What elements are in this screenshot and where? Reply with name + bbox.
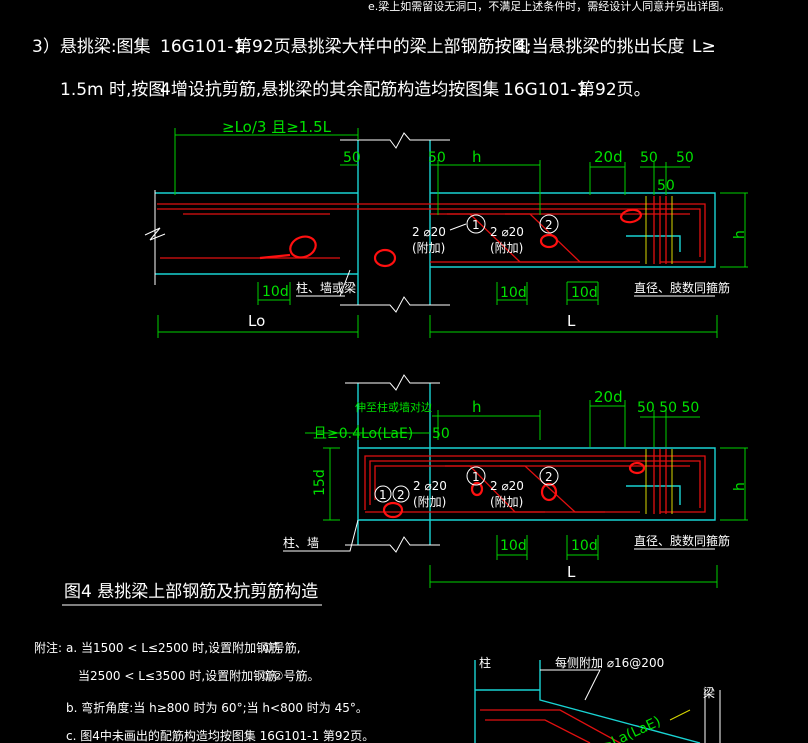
d1-dim-10d-a: 10d bbox=[262, 284, 289, 300]
note-a1-num: ①号筋, bbox=[262, 640, 301, 655]
d2-circle-1-num: 1 bbox=[472, 470, 480, 484]
top-clipped-note: e.梁上如需留设无洞口，不满足上述条件时，需经设计人同意并另出详图。 bbox=[368, 0, 730, 13]
d2-dim-10d-a: 10d bbox=[500, 538, 527, 554]
diagram-1: ≥Lo/3 且≥1.5L 50 50 h 20d 50 50 50 h 1 2 … bbox=[144, 118, 748, 338]
notes: 附注: a. 当1500 < L≤2500 时,设置附加钢筋 ①号筋, 当250… bbox=[34, 640, 374, 743]
d1-dim-h-side: h bbox=[732, 230, 748, 239]
diagram-2: 伸至柱或墙对边 h 20d 50 50 50 且≥0.4Lo(LaE) 50 1… bbox=[283, 374, 748, 588]
d1-label-tie: 直径、肢数同箍筋 bbox=[634, 280, 730, 295]
d2-dim-l: L bbox=[567, 563, 576, 581]
d1-dim-50b: 50 bbox=[428, 150, 446, 166]
diagram2-markup bbox=[382, 461, 646, 519]
d1-dim-50d: 50 bbox=[676, 150, 694, 166]
d1-dim-50a: 50 bbox=[343, 150, 361, 166]
note-c: c. 图4中未画出的配筋构造均按图集 16G101-1 第92页。 bbox=[66, 728, 374, 743]
note3-line2-part1: 1.5m 时,按图 bbox=[60, 80, 165, 100]
note-a2: 当2500 < L≤3500 时,设置附加钢筋 bbox=[78, 668, 277, 683]
d2-bar2-label: 2 ⌀20 bbox=[490, 479, 524, 493]
d2-dim-la: 且≥0.4Lo(LaE) bbox=[313, 426, 413, 442]
figure-title: 图4 悬挑梁上部钢筋及抗剪筋构造 bbox=[64, 582, 318, 602]
d1-dim-20d: 20d bbox=[594, 148, 623, 166]
diagram2-outline bbox=[345, 374, 716, 553]
d1-bar2-sub: (附加) bbox=[490, 241, 523, 255]
d2-bar1-sub: (附加) bbox=[413, 495, 446, 509]
d1-dim-10d-c: 10d bbox=[571, 285, 598, 301]
d2-dim-h-side: h bbox=[732, 482, 748, 491]
note3-line1-part1: 3）悬挑梁:图集 bbox=[32, 37, 151, 57]
note-a2-num: ①②号筋。 bbox=[262, 668, 320, 683]
d1-circle-1 bbox=[466, 214, 486, 234]
d2-dim-15d: 15d bbox=[312, 469, 328, 496]
d2-dim-10d-b: 10d bbox=[571, 538, 598, 554]
d2-circle-2a bbox=[392, 485, 410, 503]
d2-circle-2-num: 2 bbox=[545, 470, 553, 484]
d1-bar1-label: 2 ⌀20 bbox=[412, 225, 446, 239]
detail-drawing: 柱 每侧附加 ⌀16@200 梁 ≥La(LaE) bbox=[474, 655, 721, 743]
d2-circle-1a bbox=[374, 485, 392, 503]
d1-bar2-label: 2 ⌀20 bbox=[490, 225, 524, 239]
d1-dim-h-top: h bbox=[472, 148, 482, 166]
note3-line2-part4: 第92页。 bbox=[578, 80, 651, 100]
note-b: b. 弯折角度:当 h≥800 时为 60°;当 h<800 时为 45°。 bbox=[66, 700, 368, 715]
d1-dim-lo: Lo bbox=[248, 312, 265, 330]
d1-bar1-sub: (附加) bbox=[412, 241, 445, 255]
detail-label-beam: 梁 bbox=[703, 685, 715, 700]
d2-label-anchor: 伸至柱或墙对边 bbox=[355, 400, 432, 414]
d2-bar1-label: 2 ⌀20 bbox=[413, 479, 447, 493]
d2-bar2-sub: (附加) bbox=[490, 495, 523, 509]
note3-line1-part4: 4;当悬挑梁的挑出长度 bbox=[515, 37, 685, 57]
d2-dim-h-top: h bbox=[472, 398, 482, 416]
d1-circle-2 bbox=[539, 214, 559, 234]
d2-circle-2a-num: 2 bbox=[397, 488, 405, 502]
detail-label-col: 柱 bbox=[479, 655, 491, 670]
diagram1-markup bbox=[259, 208, 643, 268]
diagram2-dimensions bbox=[305, 400, 748, 588]
note3-line2-part3: 16G101-1 bbox=[503, 80, 587, 100]
d1-dim-l: L bbox=[567, 312, 576, 330]
d2-circle-1a-num: 1 bbox=[379, 488, 387, 502]
d2-circle-1 bbox=[466, 466, 486, 486]
d1-dim-50c: 50 bbox=[640, 150, 658, 166]
detail-label-stirrup: 每侧附加 ⌀16@200 bbox=[555, 655, 664, 670]
note3-line1-part5: L≥ bbox=[692, 37, 716, 57]
d1-circle-2-num: 2 bbox=[545, 218, 553, 232]
notes-prefix: 附注: bbox=[34, 640, 62, 655]
d1-circle-1-num: 1 bbox=[472, 218, 480, 232]
note-a1: a. 当1500 < L≤2500 时,设置附加钢筋 bbox=[66, 640, 280, 655]
d2-dim-20d: 20d bbox=[594, 388, 623, 406]
diagram1-dimensions bbox=[157, 128, 748, 338]
d1-label-col: 柱、墙或梁 bbox=[296, 280, 356, 295]
diagram2-rebar bbox=[364, 449, 706, 514]
note-3: 3）悬挑梁:图集 16G101-1 第92页悬挑梁大样中的梁上部钢筋按图 4;当… bbox=[32, 37, 716, 100]
note3-line2-part2: 4增设抗剪筋,悬挑梁的其余配筋构造均按图集 bbox=[160, 80, 499, 100]
d1-dim-top: ≥Lo/3 且≥1.5L bbox=[222, 118, 332, 136]
d1-dim-50e: 50 bbox=[657, 178, 675, 194]
d2-label-col: 柱、墙 bbox=[283, 535, 319, 550]
d2-dim-50s: 50 50 50 bbox=[637, 400, 699, 416]
d1-dim-10d-b: 10d bbox=[500, 285, 527, 301]
d2-label-tie: 直径、肢数同箍筋 bbox=[634, 533, 730, 548]
note3-line1-part2: 16G101-1 bbox=[160, 37, 244, 57]
d2-circle-2 bbox=[539, 466, 559, 486]
note3-line1-part3: 第92页悬挑梁大样中的梁上部钢筋按图 bbox=[235, 37, 529, 57]
diagram1-outline bbox=[144, 132, 716, 313]
d2-dim-50: 50 bbox=[432, 426, 450, 442]
